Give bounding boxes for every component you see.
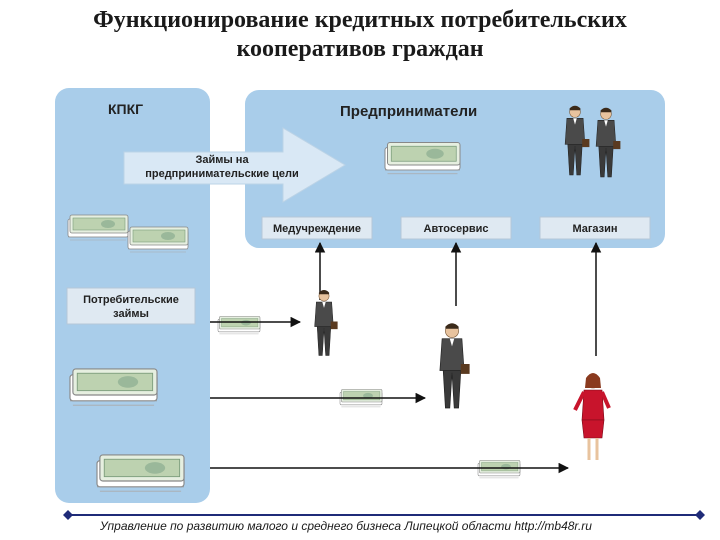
business-box-shop: [539, 216, 651, 240]
money-stack-icon: [384, 141, 461, 175]
footer-left-diamond-icon: [63, 510, 73, 520]
footer-right-diamond-icon: [695, 510, 705, 520]
business-loans-label-line-1: Займы на: [195, 154, 249, 166]
money-stack-icon: [127, 226, 189, 253]
business-label-shop: Магазин: [572, 223, 617, 235]
businessman-icon: [439, 322, 471, 409]
money-stack-icon: [67, 214, 129, 241]
money-stack-icon: [69, 368, 158, 406]
footer-text: Управление по развитию малого и среднего…: [100, 519, 592, 533]
kpkg-label: КПКГ: [108, 101, 143, 117]
money-stack-icon: [217, 316, 261, 335]
business-box-medical: [261, 216, 373, 240]
consumer-loans-label-line-2: займы: [113, 308, 149, 320]
woman-icon: [573, 373, 611, 460]
business-box-car-service: [400, 216, 512, 240]
business-label-car-service: Автосервис: [424, 223, 489, 235]
consumer-loans-box: [66, 287, 196, 325]
business-loans-arrow: [123, 127, 346, 203]
money-stack-icon: [477, 460, 521, 479]
title-line-2: кооперативов граждан: [236, 36, 484, 62]
businessman-icon: [314, 289, 339, 356]
business-loans-label-line-2: предпринимательские цели: [145, 168, 299, 180]
slide-title: Функционирование кредитных потребительск…: [0, 6, 720, 72]
money-stack-icon: [96, 454, 185, 492]
entrepreneurs-label: Предприниматели: [340, 103, 477, 120]
business-label-medical: Медучреждение: [273, 223, 361, 235]
title-line-1: Функционирование кредитных потребительск…: [93, 7, 627, 33]
consumer-loans-label-line-1: Потребительские: [83, 294, 179, 306]
